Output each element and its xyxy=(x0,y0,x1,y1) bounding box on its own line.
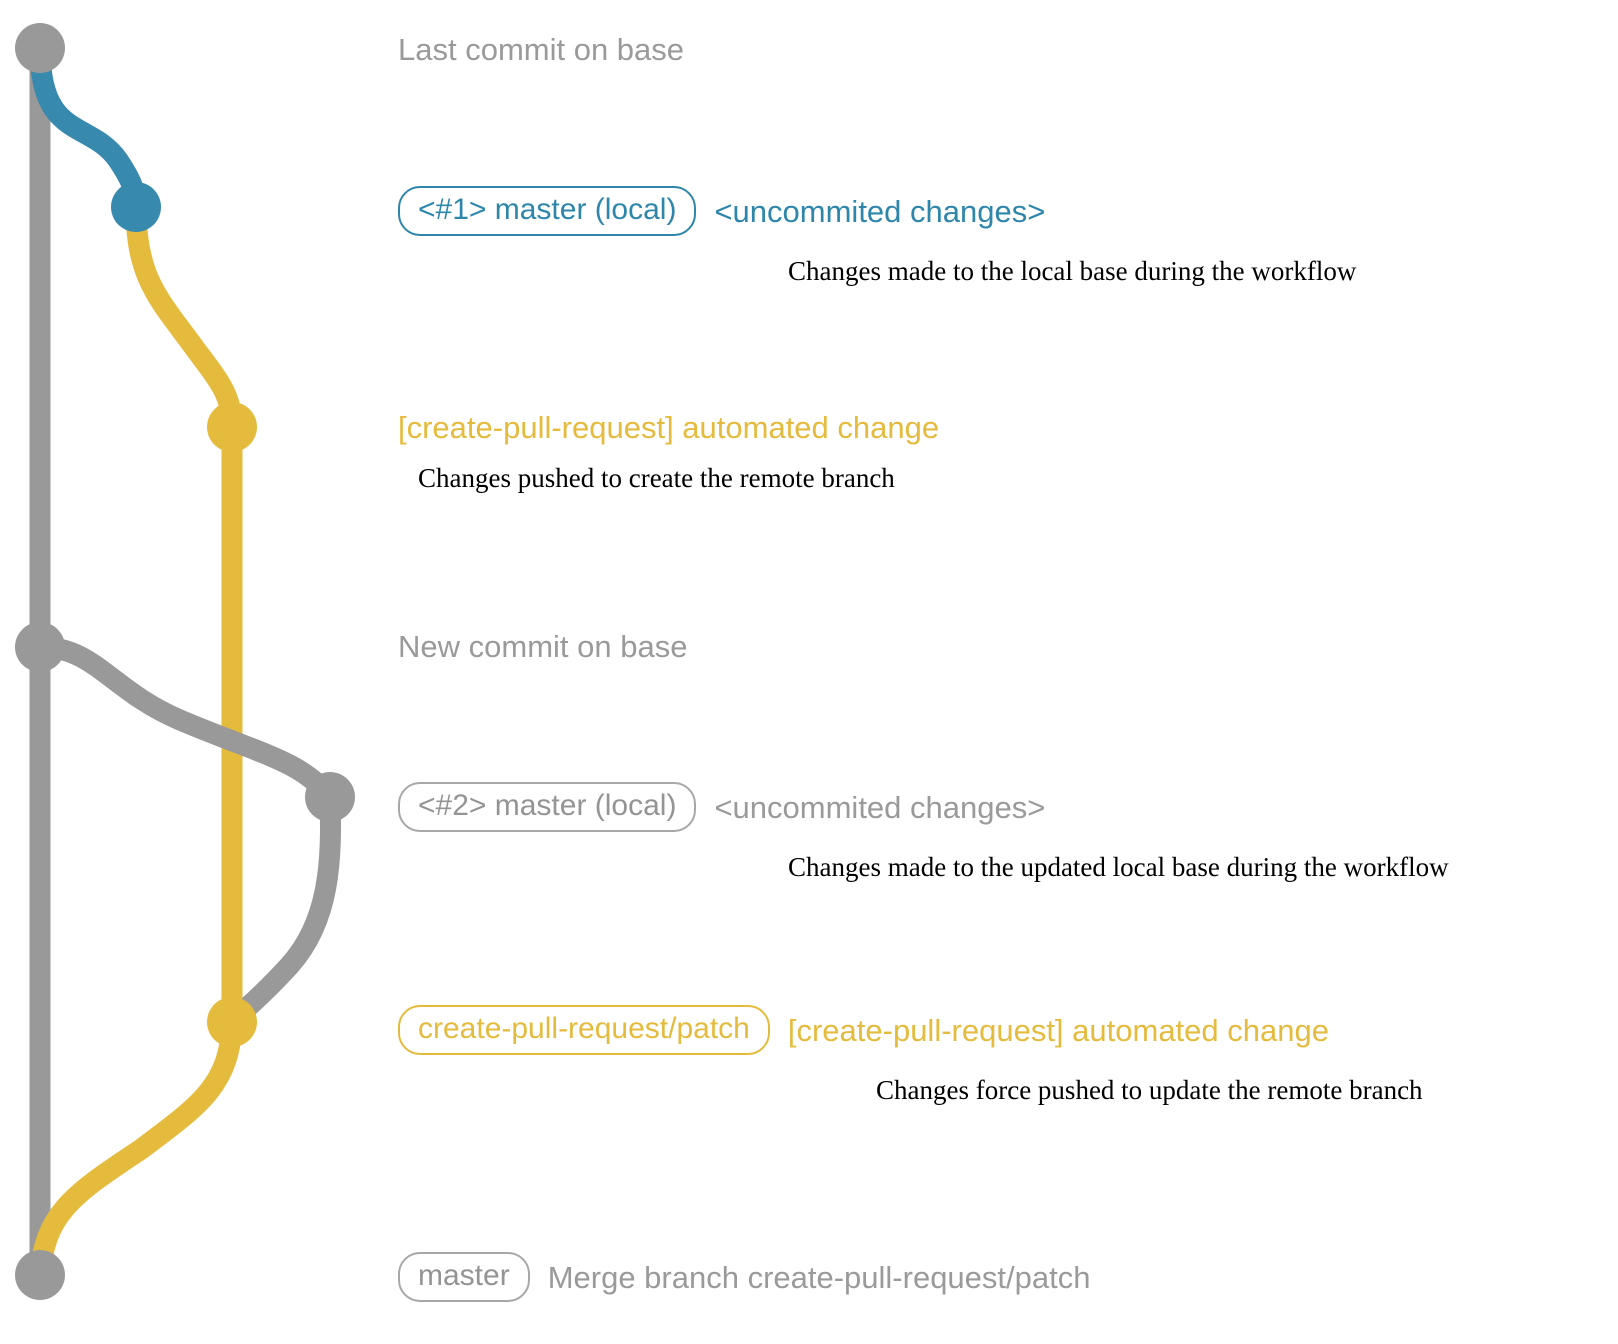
row-headline-line: create-pull-request/patch [create-pull-r… xyxy=(398,1005,1329,1055)
commit-headline: [create-pull-request] automated change xyxy=(787,1012,1329,1048)
row-note-line: Changes pushed to create the remote bran… xyxy=(418,465,895,492)
commit-note: Changes pushed to create the remote bran… xyxy=(418,463,895,493)
row-headline-line: <#2> master (local) <uncommited changes> xyxy=(398,782,1045,832)
commit-headline: <uncommited changes> xyxy=(714,789,1046,825)
annotation-row-new-commit-on-base: New commit on base xyxy=(398,631,687,662)
annotation-row-merge-commit: master Merge branch create-pull-request/… xyxy=(398,1252,1090,1302)
row-headline-line: New commit on base xyxy=(398,631,687,662)
branch-badge-create-pull-request-patch[interactable]: create-pull-request/patch xyxy=(398,1005,770,1055)
annotation-row-automated-change-2: create-pull-request/patch [create-pull-r… xyxy=(398,1005,1423,1104)
commit-note: Changes force pushed to update the remot… xyxy=(876,1075,1423,1105)
row-headline-line: <#1> master (local) <uncommited changes> xyxy=(398,186,1045,236)
edge-local1-to-patch1 xyxy=(125,196,243,438)
annotation-row-master-local-2: <#2> master (local) <uncommited changes>… xyxy=(398,782,1449,881)
row-note-line: Changes made to the local base during th… xyxy=(788,258,1356,285)
commit-node-new-commit-on-base[interactable] xyxy=(15,622,65,672)
branch-badge-master-local-2[interactable]: <#2> master (local) xyxy=(398,782,697,832)
commit-node-last-commit-on-base[interactable] xyxy=(15,23,65,73)
row-note-line: Changes made to the updated local base d… xyxy=(788,854,1449,881)
commit-note: Changes made to the local base during th… xyxy=(788,256,1357,286)
row-headline-line: Last commit on base xyxy=(398,34,684,65)
edge-local2-to-patch2 xyxy=(221,786,342,1033)
commit-node-automated-change-1[interactable] xyxy=(207,402,257,452)
edge-patch2-to-merge xyxy=(29,1011,243,1286)
commit-headline: [create-pull-request] automated change xyxy=(398,410,940,445)
commit-headline: Merge branch create-pull-request/patch xyxy=(547,1259,1091,1295)
branch-badge-master[interactable]: master xyxy=(398,1252,530,1302)
row-headline-line: master Merge branch create-pull-request/… xyxy=(398,1252,1090,1302)
commit-node-merge-commit[interactable] xyxy=(15,1250,65,1300)
annotation-row-master-local-1: <#1> master (local) <uncommited changes>… xyxy=(398,186,1356,285)
edge-base2-to-local2 xyxy=(29,636,341,808)
commit-headline: Last commit on base xyxy=(398,32,685,67)
edge-base-to-local1 xyxy=(29,37,147,218)
annotation-row-automated-change-1: [create-pull-request] automated change C… xyxy=(398,412,939,492)
commit-headline: <uncommited changes> xyxy=(714,193,1046,229)
git-commit-graph xyxy=(15,23,355,1300)
commit-node-master-local-2[interactable] xyxy=(305,772,355,822)
branch-badge-master-local-1[interactable]: <#1> master (local) xyxy=(398,186,697,236)
commit-node-automated-change-2[interactable] xyxy=(207,997,257,1047)
commit-note: Changes made to the updated local base d… xyxy=(788,852,1449,882)
commit-node-master-local-1[interactable] xyxy=(111,182,161,232)
annotation-row-last-commit-on-base: Last commit on base xyxy=(398,34,684,65)
row-note-line: Changes force pushed to update the remot… xyxy=(876,1077,1423,1104)
row-headline-line: [create-pull-request] automated change xyxy=(398,412,939,443)
commit-headline: New commit on base xyxy=(398,629,688,664)
